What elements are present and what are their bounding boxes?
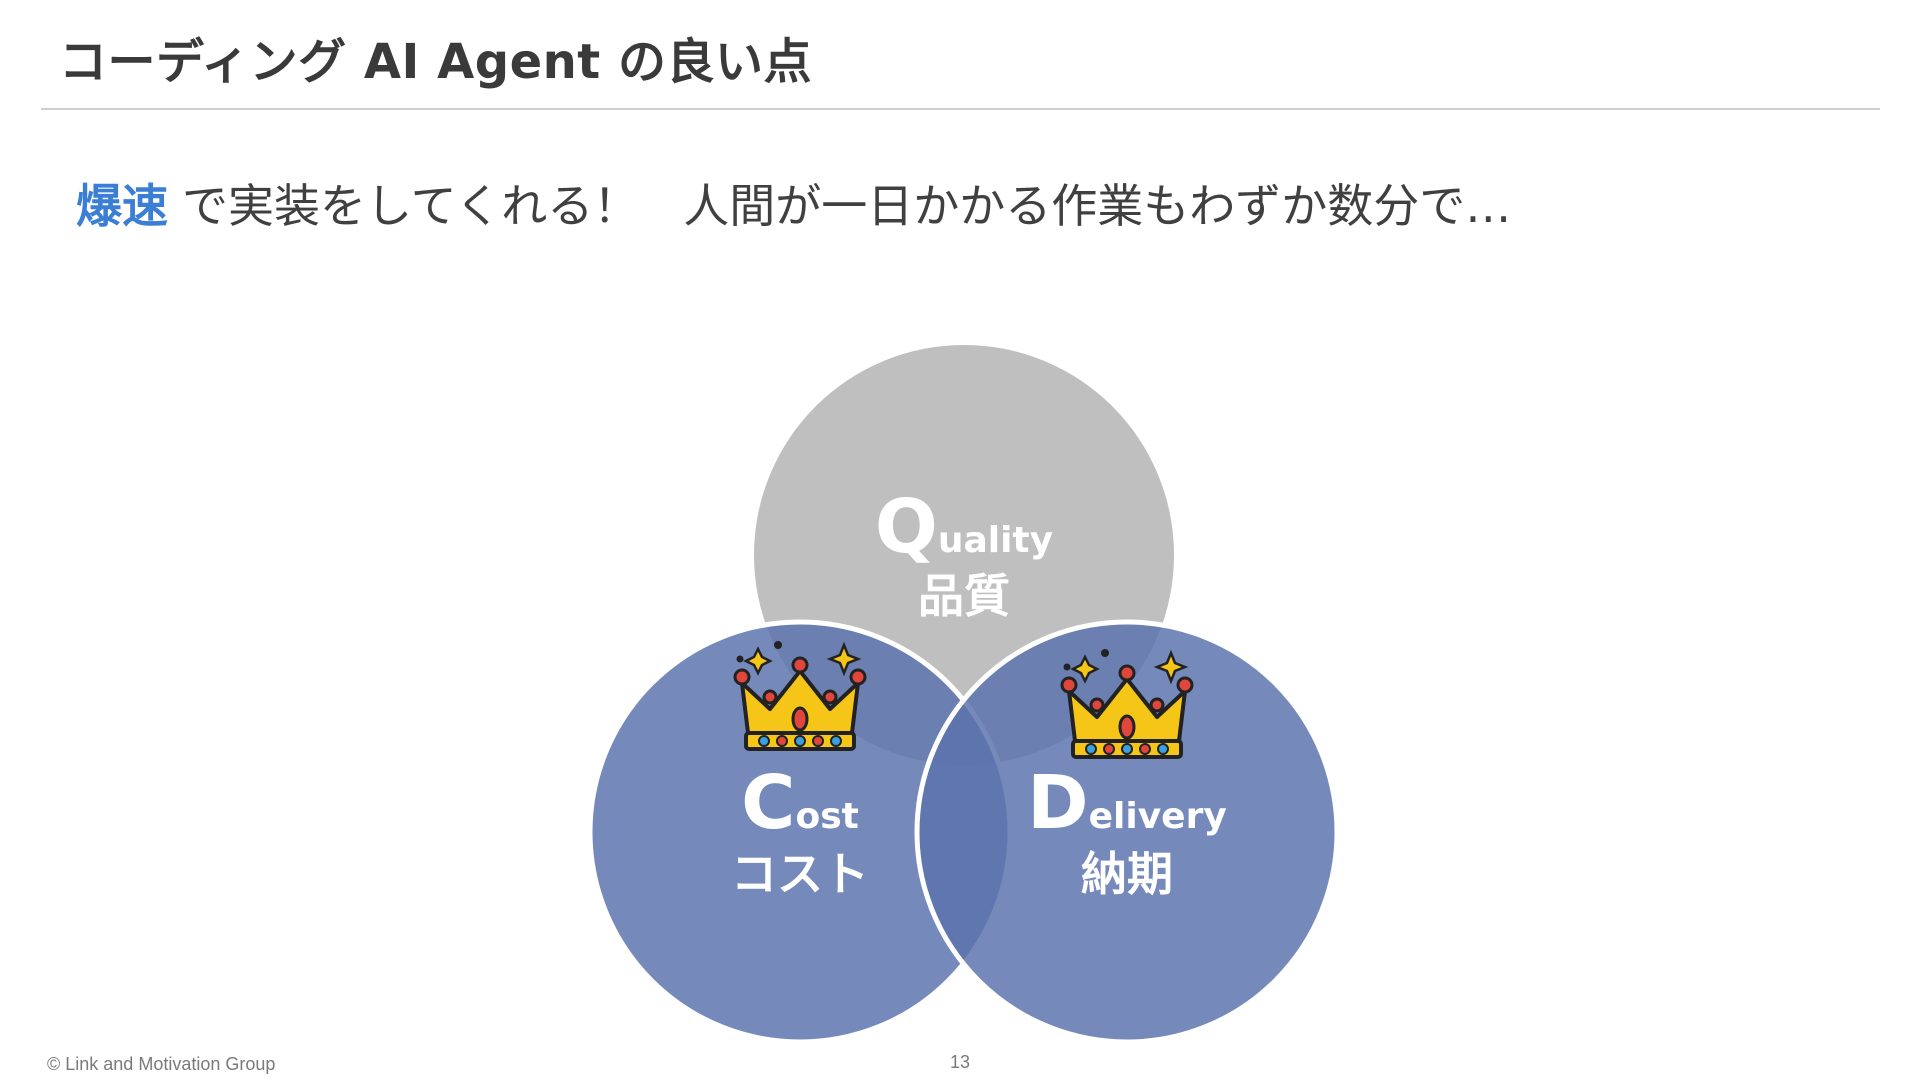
lead-part-1: で実装をしてくれる！ (182, 179, 640, 233)
slide-title: コーディング AI Agent の良い点 (59, 34, 812, 90)
title-divider (41, 108, 1880, 110)
quality-jp-label: 品質 (918, 569, 1010, 623)
lead-part-2: 人間が一日かかる作業もわずか数分で… (683, 179, 1512, 233)
footer-copyright: © Link and Motivation Group (47, 1054, 276, 1074)
quality-label: Quality (875, 484, 1053, 570)
cost-label: Cost (741, 760, 859, 846)
delivery-circle (914, 619, 1340, 1045)
delivery-jp-label: 納期 (1081, 847, 1173, 901)
delivery-label: Delivery (1027, 760, 1227, 846)
cost-crown-icon (733, 639, 867, 751)
lead-accent: 爆速 (76, 179, 168, 233)
page-number: 13 (950, 1052, 971, 1072)
cost-jp-label: コスト (731, 847, 869, 901)
delivery-crown-icon (1060, 647, 1194, 759)
lead-text: 爆速で実装をしてくれる！ 人間が一日かかる作業もわずか数分で… (76, 170, 1511, 236)
